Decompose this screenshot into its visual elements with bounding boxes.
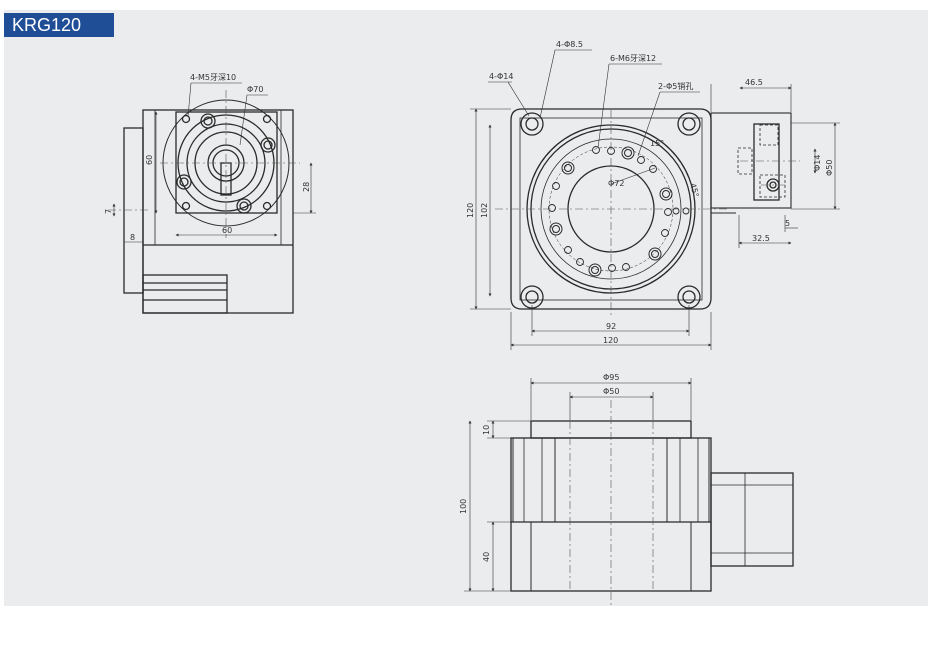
label-phi14: 4-Φ14 <box>489 72 513 81</box>
label-7: 7 <box>104 209 113 214</box>
top-dimension-labels: 4-Φ8.5 4-Φ14 6-M6牙深12 2-Φ5销孔 46.5 Φ14 Φ5… <box>466 40 834 345</box>
side-flange-square <box>175 111 278 214</box>
label-phi50-right: Φ50 <box>825 160 834 176</box>
label-92: 92 <box>606 322 616 331</box>
label-45deg: 45° <box>688 182 700 198</box>
label-5: 5 <box>785 219 790 228</box>
label-60-horizontal: 60 <box>222 226 232 235</box>
label-46.5: 46.5 <box>745 78 763 87</box>
top-centerlines <box>495 110 800 318</box>
label-120-horizontal: 120 <box>603 336 618 345</box>
label-10: 10 <box>482 425 491 435</box>
label-8: 8 <box>130 233 135 242</box>
side-motor-block <box>123 127 144 294</box>
label-m5-thread: 4-M5牙深10 <box>190 73 236 82</box>
top-motor-side <box>710 112 792 214</box>
label-102: 102 <box>480 203 489 218</box>
model-title-badge: KRG120 <box>4 13 114 37</box>
side-view <box>123 99 294 314</box>
label-m6-thread: 6-M6牙深12 <box>610 54 656 63</box>
label-32.5: 32.5 <box>752 234 770 243</box>
label-60-vertical: 60 <box>145 155 154 165</box>
label-28: 28 <box>302 182 311 192</box>
top-dimensions <box>470 49 840 350</box>
label-120-vertical: 120 <box>466 203 475 218</box>
front-dimension-labels: Φ95 Φ50 10 100 40 <box>459 373 619 562</box>
top-corner-holes <box>520 112 701 309</box>
label-phi95: Φ95 <box>603 373 619 382</box>
front-centerlines <box>569 400 654 608</box>
label-phi5-pin: 2-Φ5销孔 <box>658 81 693 91</box>
front-view <box>510 420 794 592</box>
side-dimension-labels: 4-M5牙深10 Φ70 60 60 28 7 8 <box>104 73 311 242</box>
drawing-panel <box>4 10 928 606</box>
side-bolt-holes <box>176 113 276 214</box>
top-body-outline <box>510 108 712 310</box>
top-m6-holes <box>549 146 673 277</box>
side-base-step <box>142 274 228 314</box>
label-phi14-right: Φ14 <box>813 155 822 171</box>
label-100: 100 <box>459 499 468 514</box>
label-40: 40 <box>482 552 491 562</box>
front-dimensions <box>464 378 692 592</box>
label-15deg: 15° <box>650 139 664 148</box>
label-phi70: Φ70 <box>247 85 263 94</box>
label-phi50: Φ50 <box>603 387 619 396</box>
side-dimensions <box>112 82 316 243</box>
front-motor <box>710 472 794 567</box>
label-phi72: Φ72 <box>608 179 624 188</box>
label-phi8.5: 4-Φ8.5 <box>556 40 583 49</box>
